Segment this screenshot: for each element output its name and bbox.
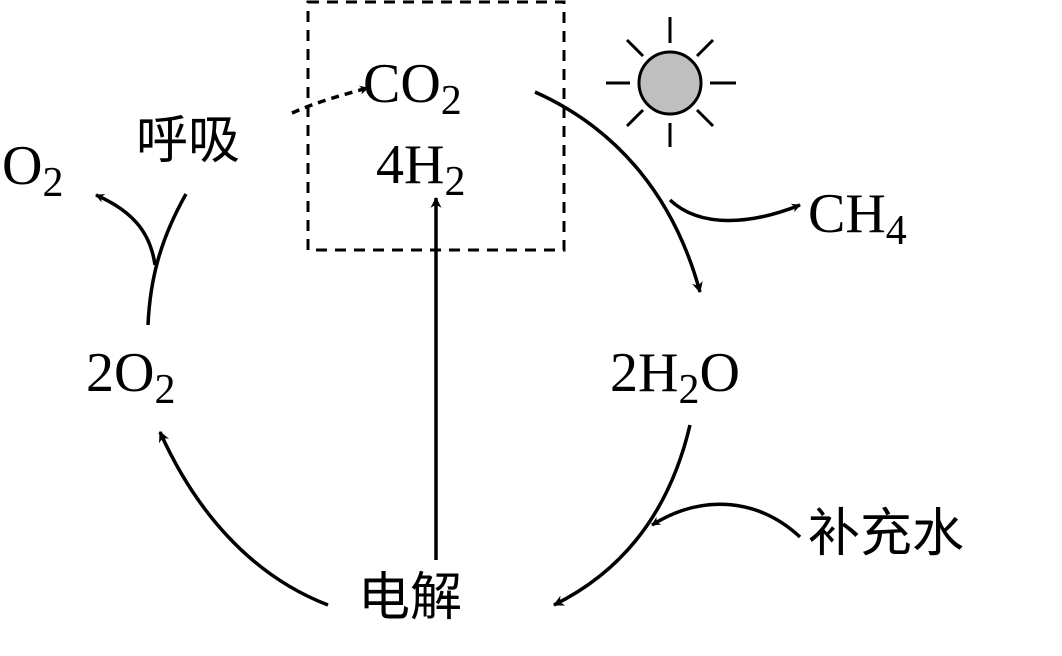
add-water-label: 补充水 bbox=[808, 504, 965, 564]
sun-icon bbox=[606, 17, 736, 147]
water-label: 2H2O bbox=[610, 342, 740, 411]
respiration-arrow bbox=[291, 85, 369, 115]
electrolysis-to-o2-arrow bbox=[158, 430, 329, 607]
h2-label-main: 4H bbox=[376, 134, 445, 196]
methane-branch-arrow bbox=[668, 198, 801, 223]
oxygen-release-arrow bbox=[95, 193, 157, 266]
ch4-label-main: CH bbox=[808, 183, 886, 245]
oxygen-2-label-main: 2O bbox=[86, 342, 155, 404]
oxygen-stem bbox=[146, 193, 188, 326]
electrolysis-label: 电解 bbox=[358, 568, 463, 628]
co2-label-main: CO bbox=[363, 53, 441, 115]
h2-label: 4H2 bbox=[376, 134, 465, 203]
water-label-sub: 2 bbox=[678, 366, 700, 413]
oxygen-2-label-sub: 2 bbox=[154, 366, 176, 413]
water-label-main: 2H bbox=[610, 342, 679, 404]
ch4-label: CH4 bbox=[808, 183, 907, 252]
oxygen-label-main: O bbox=[2, 135, 43, 197]
oxygen-label: O2 bbox=[2, 135, 63, 204]
reaction-arrow bbox=[534, 90, 703, 294]
oxygen-2-label: 2O2 bbox=[86, 342, 175, 411]
ch4-label-sub: 4 bbox=[885, 207, 907, 254]
co2-label: CO2 bbox=[363, 53, 462, 122]
water-label-tail: O bbox=[699, 342, 740, 404]
h2-label-sub: 2 bbox=[444, 158, 466, 205]
respiration-label: 呼吸 bbox=[136, 111, 241, 171]
add-water-arrow bbox=[651, 502, 802, 539]
water-to-electrolysis-arrow bbox=[553, 424, 692, 607]
co2-label-sub: 2 bbox=[440, 77, 462, 124]
oxygen-label-sub: 2 bbox=[42, 159, 64, 206]
